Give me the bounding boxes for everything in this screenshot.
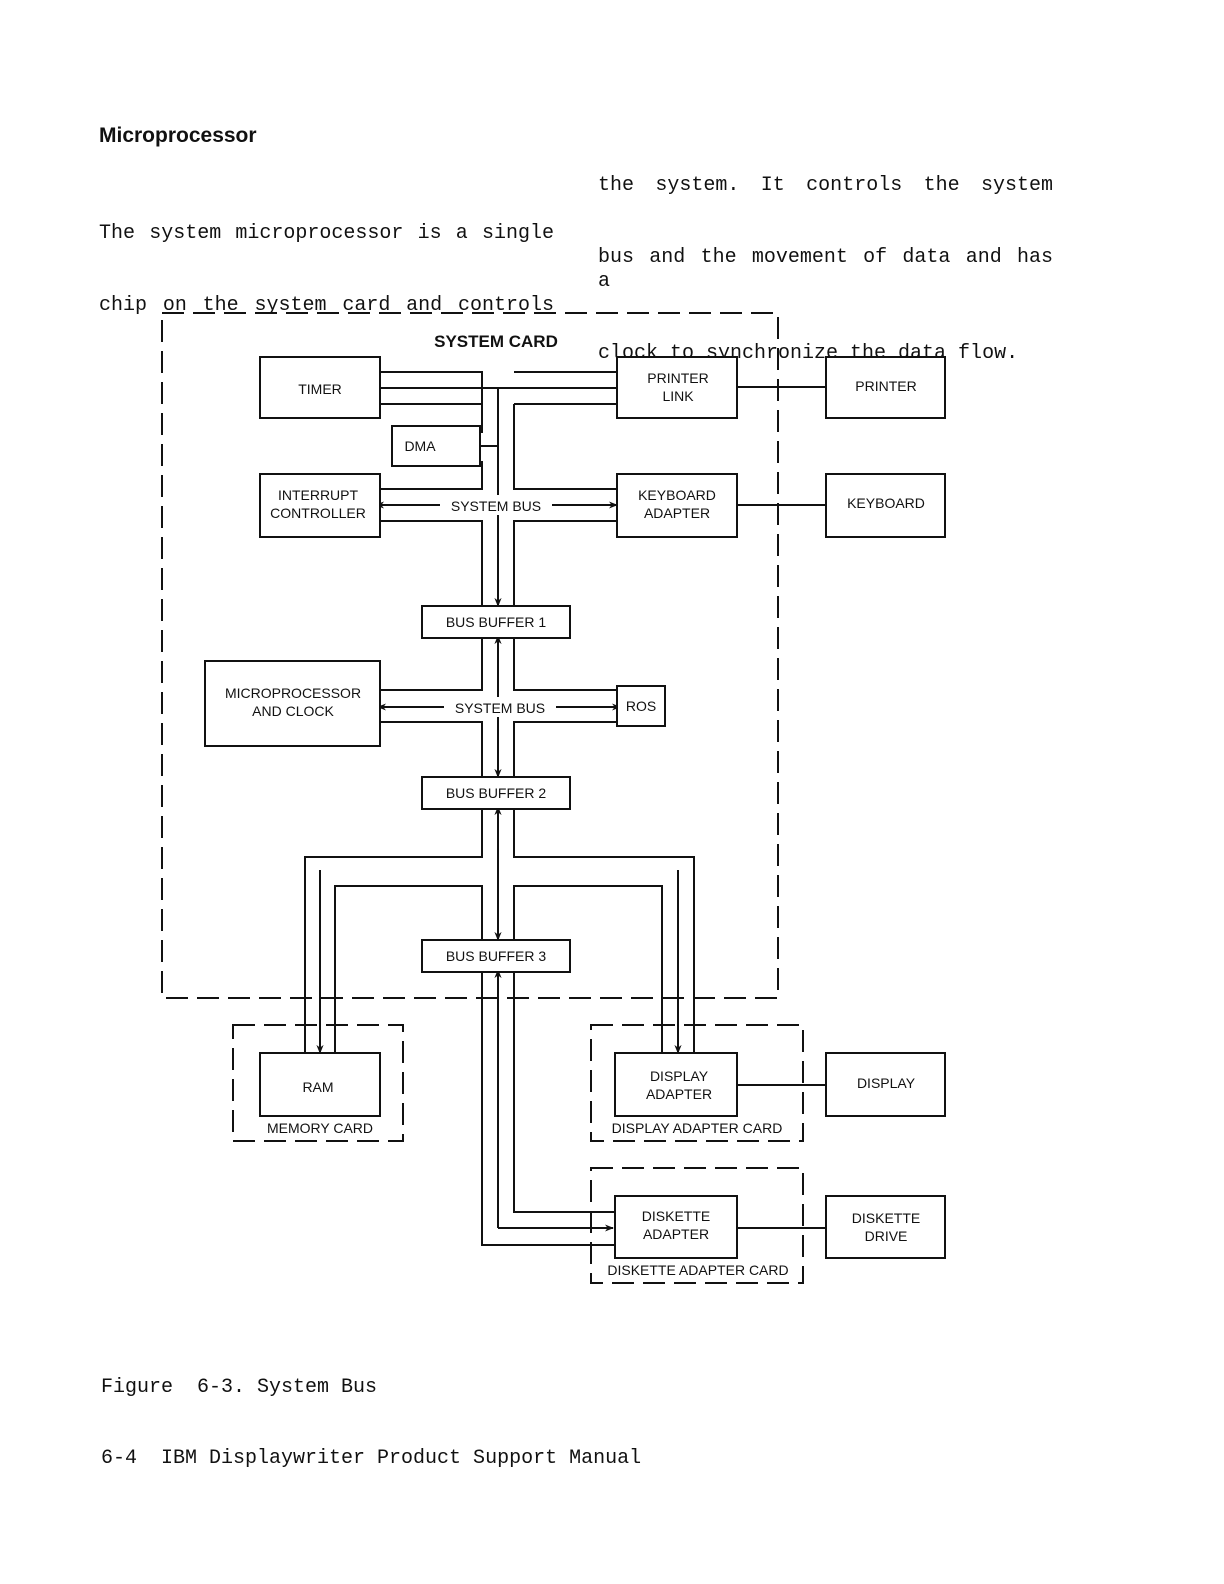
diskette-adapter-box [614,1195,738,1259]
bus-buffer-1-box [421,605,571,639]
body-text-column-1: The system microprocessor is a single ch… [99,174,554,342]
printer-link-box [616,356,738,419]
interrupt-controller-box [259,473,381,538]
ram-label: RAM [302,1079,333,1095]
display-adapter-label-line1: DISPLAY [650,1068,709,1084]
ram-box [259,1052,381,1117]
figure-caption: Figure 6-3. System Bus [101,1376,378,1399]
bus-buffer-3-label: BUS BUFFER 3 [446,948,547,964]
keyboard-adapter-box [616,473,738,538]
keyboard-box [825,473,946,538]
display-box [825,1052,946,1117]
body-line: chip on the system card and controls [99,294,554,317]
printer-label: PRINTER [855,378,916,394]
printer-box [825,356,946,419]
body-line: bus and the movement of data and has a [598,246,1053,293]
body-line: the system. It controls the system [598,174,1053,197]
bus-lines [304,371,826,1246]
memory-card-outline [232,1024,404,1142]
bus-buffer-1-label: BUS BUFFER 1 [446,614,547,630]
printer-link-label-line1: PRINTER [647,370,708,386]
bus-buffer-2-box [421,776,571,810]
keyboard-adapter-label-line1: KEYBOARD [638,487,716,503]
printer-link-label-line2: LINK [662,388,694,404]
ros-label: ROS [626,698,656,714]
timer-box [259,356,381,419]
keyboard-label: KEYBOARD [847,495,925,511]
system-bus-label-2: SYSTEM BUS [455,700,545,716]
interrupt-controller-label-line1: INTERRUPT [278,487,359,503]
page-footer: 6-4 IBM Displaywriter Product Support Ma… [101,1447,642,1470]
system-card-label: SYSTEM CARD [434,332,558,351]
diskette-drive-label-line1: DISKETTE [852,1210,920,1226]
display-adapter-box [614,1052,738,1117]
bus-buffer-3-box [421,939,571,973]
diskette-adapter-label-line1: DISKETTE [642,1208,710,1224]
dma-box [391,425,481,467]
diskette-adapter-card-label: DISKETTE ADAPTER CARD [607,1262,788,1278]
diskette-drive-box [825,1195,946,1259]
display-adapter-card-outline [590,1024,804,1142]
display-adapter-card-label: DISPLAY ADAPTER CARD [612,1120,783,1136]
display-label: DISPLAY [857,1075,916,1091]
timer-label: TIMER [298,381,342,397]
ros-box [616,685,666,727]
diskette-drive-label-line2: DRIVE [865,1228,908,1244]
body-text-column-2: the system. It controls the system bus a… [598,126,1053,390]
bus-buffer-2-label: BUS BUFFER 2 [446,785,547,801]
microprocessor-box [204,660,381,747]
diskette-adapter-card-outline [590,1167,804,1284]
diskette-adapter-label-line2: ADAPTER [643,1226,709,1242]
microprocessor-label-line2: AND CLOCK [252,703,334,719]
display-adapter-label-line2: ADAPTER [646,1086,712,1102]
memory-card-label: MEMORY CARD [267,1120,373,1136]
system-bus-label-1: SYSTEM BUS [451,498,541,514]
microprocessor-label-line1: MICROPROCESSOR [225,685,361,701]
section-heading: Microprocessor [99,124,257,147]
keyboard-adapter-label-line2: ADAPTER [644,505,710,521]
interrupt-controller-label-line2: CONTROLLER [270,505,366,521]
body-line: The system microprocessor is a single [99,222,554,245]
dma-label: DMA [404,438,436,454]
